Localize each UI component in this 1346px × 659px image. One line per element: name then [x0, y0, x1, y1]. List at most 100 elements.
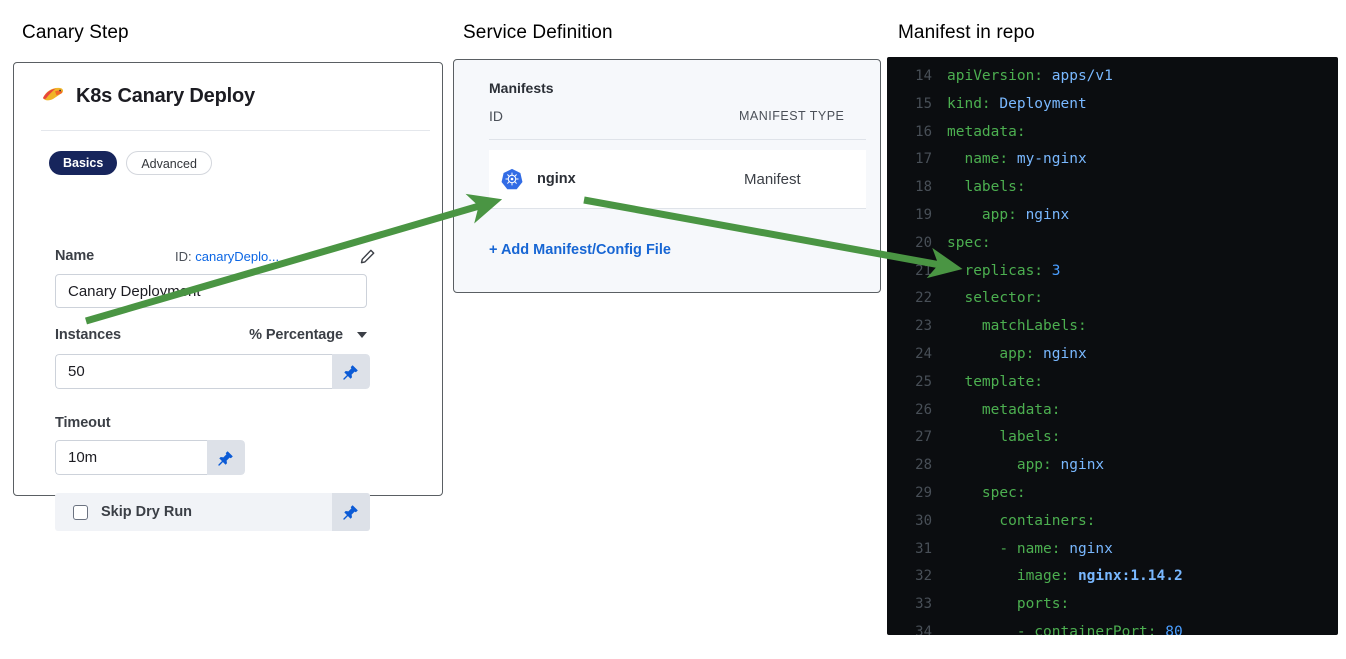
- line-content: containers:: [947, 512, 1096, 529]
- kubernetes-icon: [489, 168, 523, 190]
- manifests-table-header: ID MANIFEST TYPE: [489, 108, 866, 124]
- caption-service-definition: Service Definition: [463, 22, 613, 43]
- name-field-id[interactable]: ID: canaryDeplo...: [175, 249, 279, 264]
- code-line: 17 name: my-nginx: [887, 146, 1338, 174]
- line-content: app: nginx: [947, 457, 1105, 474]
- instances-field-header: Instances % Percentage: [55, 327, 367, 343]
- line-content: matchLabels:: [947, 318, 1087, 335]
- timeout-input[interactable]: 10m: [55, 440, 207, 475]
- line-content: app: nginx: [947, 206, 1070, 223]
- code-line: 18 labels:: [887, 174, 1338, 202]
- code-line: 33 ports:: [887, 591, 1338, 619]
- name-field-header: Name ID: canaryDeplo...: [55, 248, 375, 264]
- add-manifest-config-file-link[interactable]: + Add Manifest/Config File: [489, 242, 671, 258]
- code-line: 20 spec:: [887, 230, 1338, 258]
- table-row[interactable]: nginx Manifest: [489, 150, 866, 208]
- tab-basics[interactable]: Basics: [49, 151, 118, 175]
- pin-icon-instances[interactable]: [332, 354, 370, 389]
- line-content: ports:: [947, 596, 1070, 613]
- caption-manifest-in-repo: Manifest in repo: [898, 22, 1035, 43]
- line-content: metadata:: [947, 401, 1061, 418]
- manifest-row-type: Manifest: [744, 170, 801, 188]
- code-line: 30 containers:: [887, 508, 1338, 536]
- line-number: 31: [915, 540, 932, 557]
- line-content: - name: nginx: [947, 540, 1113, 557]
- column-header-type: MANIFEST TYPE: [739, 109, 845, 123]
- id-prefix: ID:: [175, 248, 192, 264]
- table-header-divider: [489, 139, 866, 140]
- line-number: 21: [915, 262, 932, 279]
- canary-step-title: K8s Canary Deploy: [76, 85, 255, 107]
- line-content: labels:: [947, 429, 1061, 446]
- instances-unit-dropdown[interactable]: % Percentage: [249, 327, 367, 343]
- code-line: 28 app: nginx: [887, 452, 1338, 480]
- code-line: 31 - name: nginx: [887, 536, 1338, 564]
- code-line: 25 template:: [887, 369, 1338, 397]
- instances-input[interactable]: 50: [55, 354, 332, 389]
- line-number: 16: [915, 123, 932, 140]
- code-line: 15 kind: Deployment: [887, 91, 1338, 119]
- line-content: image: nginx:1.14.2: [947, 568, 1183, 585]
- line-number: 23: [915, 318, 932, 335]
- line-content: spec:: [947, 484, 1026, 501]
- code-line: 26 metadata:: [887, 397, 1338, 425]
- timeout-input-group: 10m: [55, 440, 245, 475]
- line-content: kind: Deployment: [947, 95, 1087, 112]
- manifest-row-id: nginx: [537, 171, 576, 187]
- line-content: app: nginx: [947, 345, 1087, 362]
- table-row-divider: [489, 208, 866, 209]
- tab-advanced[interactable]: Advanced: [126, 151, 212, 175]
- line-number: 24: [915, 345, 932, 362]
- line-number: 19: [915, 206, 932, 223]
- skip-dry-run-row: Skip Dry Run: [55, 493, 370, 531]
- pencil-icon[interactable]: [360, 249, 375, 264]
- line-number: 26: [915, 401, 932, 418]
- code-line: 32 image: nginx:1.14.2: [887, 563, 1338, 591]
- chevron-down-icon: [357, 332, 367, 338]
- line-number: 17: [915, 151, 932, 168]
- line-content: spec:: [947, 234, 991, 251]
- line-number: 32: [915, 568, 932, 585]
- line-content: template:: [947, 373, 1044, 390]
- line-number: 22: [915, 290, 932, 307]
- name-input[interactable]: Canary Deployment: [55, 274, 367, 308]
- service-definition-card: Manifests ID MANIFEST TYPE: [453, 59, 881, 293]
- timeout-field-label: Timeout: [55, 415, 111, 431]
- line-number: 20: [915, 234, 932, 251]
- code-line: 22 selector:: [887, 285, 1338, 313]
- line-number: 33: [915, 596, 932, 613]
- column-header-id: ID: [489, 108, 503, 124]
- name-field-label: Name: [55, 248, 95, 264]
- id-value: canaryDeplo...: [195, 248, 280, 264]
- code-line: 24 app: nginx: [887, 341, 1338, 369]
- code-line: 19 app: nginx: [887, 202, 1338, 230]
- pin-icon-timeout[interactable]: [207, 440, 245, 475]
- instances-field-label: Instances: [55, 327, 121, 343]
- line-content: apiVersion: apps/v1: [947, 68, 1113, 84]
- pin-icon-skip-dry-run[interactable]: [332, 493, 370, 531]
- skip-dry-run-checkbox[interactable]: [73, 504, 88, 520]
- line-content: replicas: 3: [947, 262, 1061, 279]
- instances-unit-label: % Percentage: [249, 327, 343, 343]
- line-number: 15: [915, 95, 932, 112]
- line-number: 30: [915, 512, 932, 529]
- line-content: name: my-nginx: [947, 151, 1087, 168]
- canary-step-tabs: Basics Advanced: [49, 151, 212, 175]
- code-line: 21 replicas: 3: [887, 258, 1338, 286]
- line-content: metadata:: [947, 123, 1026, 140]
- line-number: 29: [915, 484, 932, 501]
- line-content: selector:: [947, 290, 1044, 307]
- line-content: labels:: [947, 179, 1026, 196]
- line-number: 25: [915, 373, 932, 390]
- manifests-section-title: Manifests: [489, 80, 554, 96]
- skip-dry-run-label: Skip Dry Run: [101, 504, 193, 520]
- code-line: 29 spec:: [887, 480, 1338, 508]
- canary-step-card: K8s Canary Deploy Basics Advanced Name I…: [13, 62, 443, 531]
- line-number: 18: [915, 179, 932, 196]
- canary-bird-icon: [41, 85, 65, 108]
- instances-input-group: 50: [55, 354, 370, 389]
- caption-canary-step: Canary Step: [22, 22, 129, 43]
